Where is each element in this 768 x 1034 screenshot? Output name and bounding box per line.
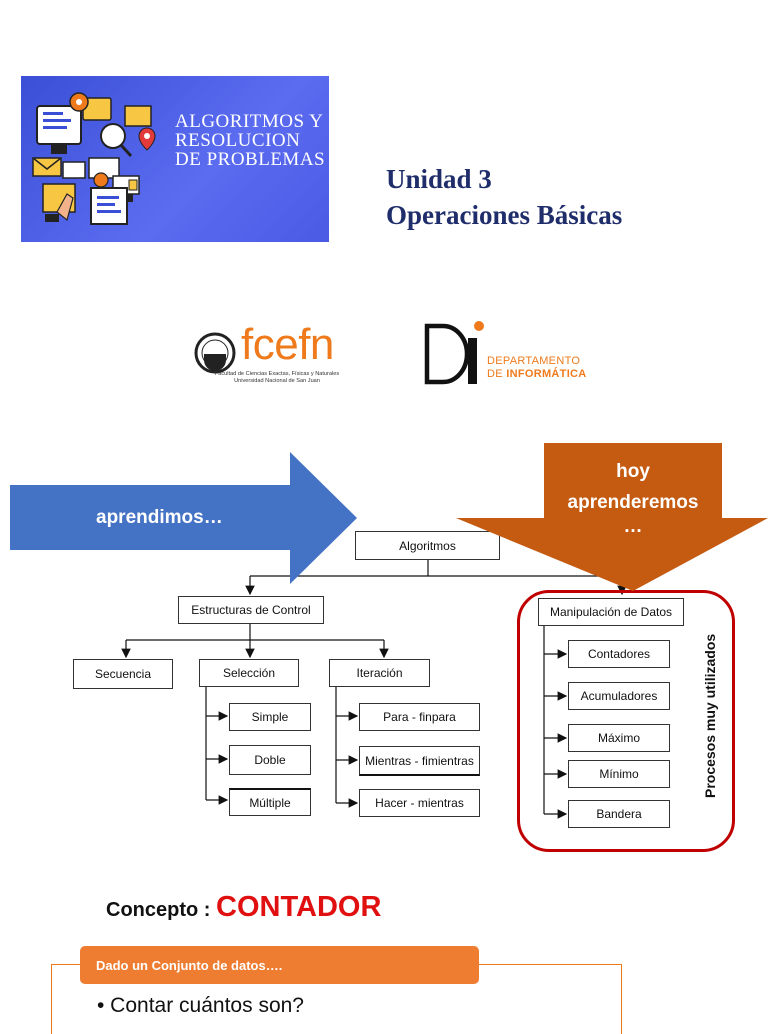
faculty-subtitle: Facultad de Ciencias Exactas, Físicas y … [197, 371, 357, 385]
concept-heading: Concepto : CONTADOR [106, 891, 381, 924]
faculty-logo-text: fcefn [241, 320, 334, 369]
concept-term: CONTADOR [216, 891, 382, 923]
today-line-2: aprenderemos [567, 492, 699, 513]
department-logo-icon [424, 321, 484, 385]
today-line-3: … [623, 516, 643, 537]
today-arrow-label: hoy aprenderemos … [544, 456, 722, 536]
node-estructuras-control: Estructuras de Control [178, 596, 324, 624]
processes-label: Procesos muy utilizados [702, 633, 718, 798]
learned-arrow-label: aprendimos… [96, 507, 223, 528]
concept-label: Concepto : [106, 899, 216, 921]
course-banner: ALGORITMOS Y RESOLUCION DE PROBLEMAS [21, 76, 329, 242]
unit-title: Unidad 3 [386, 164, 492, 194]
node-doble: Doble [229, 745, 311, 775]
node-simple: Simple [229, 703, 311, 731]
university-name: Universidad Nacional de San Juan [234, 378, 320, 384]
node-minimo: Mínimo [568, 760, 670, 788]
faculty-name: Facultad de Ciencias Exactas, Físicas y … [214, 371, 340, 377]
node-secuencia: Secuencia [73, 659, 173, 689]
panel-header: Dado un Conjunto de datos…. [80, 946, 479, 984]
dept-line-1: DEPARTAMENTO [487, 355, 581, 367]
today-arrow-shape [456, 443, 768, 591]
course-title: ALGORITMOS Y RESOLUCION DE PROBLEMAS [175, 111, 326, 170]
tech-illustration [32, 92, 156, 225]
node-seleccion: Selección [199, 659, 299, 687]
university-seal-icon [194, 332, 236, 374]
unit-subtitle: Operaciones Básicas [386, 200, 623, 230]
dept-prefix: DE [487, 368, 507, 380]
diagram-connectors [121, 560, 627, 819]
node-maximo: Máximo [568, 724, 670, 752]
node-manipulacion-datos: Manipulación de Datos [538, 598, 684, 626]
node-para: Para - finpara [359, 703, 480, 731]
arrows-layer [10, 443, 768, 591]
node-iteracion: Iteración [329, 659, 430, 687]
today-line-1: hoy [616, 461, 650, 482]
node-multiple: Múltiple [229, 788, 311, 816]
dept-name: INFORMÁTICA [506, 368, 587, 380]
node-hacer-mientras: Hacer - mientras [359, 789, 480, 817]
dept-line-2: DE INFORMÁTICA [487, 368, 587, 380]
node-bandera: Bandera [568, 800, 670, 828]
panel-bullet: • Contar cuántos son? [97, 994, 304, 1017]
node-mientras: Mientras - fimientras [359, 746, 480, 776]
node-contadores: Contadores [568, 640, 670, 668]
learned-arrow-shape [10, 452, 357, 584]
node-algoritmos: Algoritmos [355, 531, 500, 560]
node-acumuladores: Acumuladores [568, 682, 670, 710]
highlight-frame [517, 590, 735, 852]
